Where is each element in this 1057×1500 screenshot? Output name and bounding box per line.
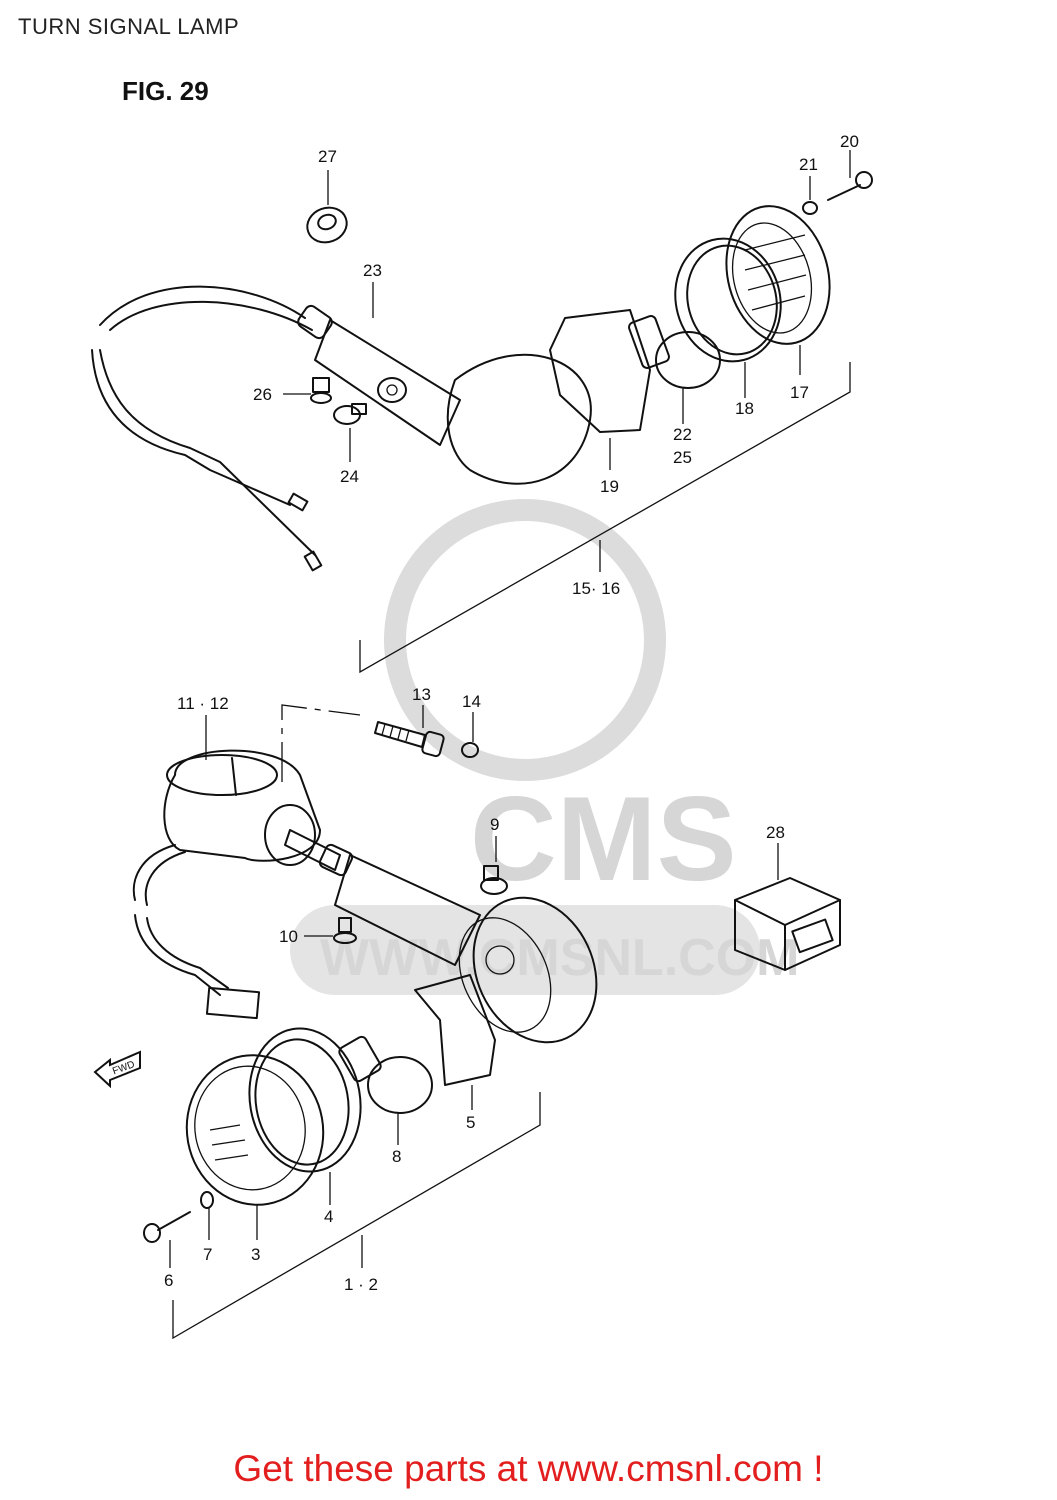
flasher-relay-part-28	[734, 877, 841, 971]
callout-14: 14	[462, 692, 481, 711]
screw-part-10	[333, 917, 357, 944]
watermark-brand: CMS	[470, 772, 737, 906]
callout-4: 4	[324, 1207, 333, 1226]
screw-part-9	[480, 865, 508, 895]
grommet-part-27	[306, 206, 348, 244]
gasket-part-4	[248, 1027, 362, 1173]
gasket-part-18	[674, 237, 782, 363]
screw-part-24	[333, 403, 367, 425]
washer-part-14	[461, 742, 479, 758]
callout-7: 7	[203, 1245, 212, 1264]
footer-cta-link[interactable]: Get these parts at www.cmsnl.com !	[233, 1448, 824, 1489]
callout-27: 27	[318, 147, 337, 166]
callout-26: 26	[253, 385, 272, 404]
screw-part-20	[827, 171, 873, 201]
wire-harness-lower	[132, 844, 261, 1020]
callout-21: 21	[799, 155, 818, 174]
wire-harness-upper	[91, 285, 323, 572]
forward-direction-arrow: FWD	[93, 1050, 141, 1089]
callout-28: 28	[766, 823, 785, 842]
lens-part-17	[725, 205, 831, 345]
callout-11-12: 11 · 12	[177, 694, 229, 713]
callout-6: 6	[164, 1271, 173, 1290]
callout-13: 13	[412, 685, 431, 704]
lens-part-3	[185, 1054, 325, 1206]
callout-8: 8	[392, 1147, 401, 1166]
page-title: TURN SIGNAL LAMP	[18, 14, 240, 39]
lamp-stem-part-23	[297, 304, 461, 446]
bolt-part-13	[374, 721, 445, 758]
callout-23: 23	[363, 261, 382, 280]
assembly-bracket-1-2	[172, 1092, 541, 1340]
assembly-bracket-15-16	[359, 362, 851, 674]
callout-20: 20	[840, 132, 859, 151]
figure-label: FIG. 29	[122, 76, 209, 106]
lamp-housing-upper	[446, 353, 592, 485]
callout-3: 3	[251, 1245, 260, 1264]
bulb-part-22	[628, 315, 721, 389]
socket-plate-part-19	[549, 309, 651, 433]
washer-part-21	[802, 201, 818, 215]
washer-part-7	[200, 1191, 214, 1209]
lamp-stem-lower	[284, 829, 481, 966]
screw-part-6	[143, 1211, 191, 1243]
callout-19: 19	[600, 477, 619, 496]
watermark-url: WWW.CMSNL.COM	[320, 929, 799, 987]
callout-18: 18	[735, 399, 754, 418]
callout-24: 24	[340, 467, 359, 486]
clamp-part-11-12	[163, 749, 321, 866]
callout-17: 17	[790, 383, 809, 402]
callout-15-16: 15· 16	[572, 579, 620, 598]
screw-part-26	[310, 377, 332, 404]
callout-25: 25	[673, 448, 692, 467]
callout-5: 5	[466, 1113, 475, 1132]
socket-plate-part-5	[414, 974, 496, 1086]
lamp-housing-lower	[458, 896, 598, 1044]
callout-1-2: 1 · 2	[344, 1275, 378, 1294]
cms-watermark: CMS WWW.CMSNL.COM	[290, 499, 799, 995]
callout-22: 22	[673, 425, 692, 444]
callout-10: 10	[279, 927, 298, 946]
callout-9: 9	[490, 815, 499, 834]
bulb-part-8	[338, 1035, 433, 1114]
